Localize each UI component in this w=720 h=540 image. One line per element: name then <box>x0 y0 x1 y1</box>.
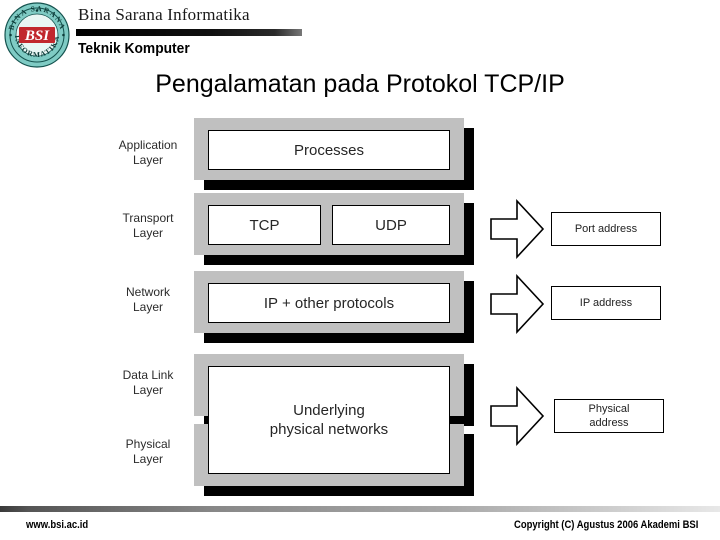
underlying-line2: physical networks <box>269 421 389 438</box>
address-box-physical[interactable]: Physical address <box>554 399 664 433</box>
footer-copyright: Copyright (C) Agustus 2006 Akademi BSI <box>513 519 698 531</box>
arrow-right-ip-icon <box>490 274 545 334</box>
layer-label-line1: Transport <box>122 211 174 225</box>
footer-divider <box>0 506 720 512</box>
layer-label-data-link: Data Link Layer <box>100 368 196 398</box>
organization-name: Bina Sarana Informatika <box>78 5 250 24</box>
layer-label-line2: Layer <box>132 226 164 240</box>
department-name: Teknik Komputer <box>78 40 190 57</box>
layer-label-line1: Network <box>125 285 170 299</box>
physical-address-line1: Physical <box>588 403 630 415</box>
box-processes[interactable]: Processes <box>208 130 450 170</box>
layer-label-line1: Physical <box>125 437 171 451</box>
footer-website-url[interactable]: www.bsi.ac.id <box>26 519 89 531</box>
box-tcp[interactable]: TCP <box>208 205 321 245</box>
box-udp[interactable]: UDP <box>332 205 450 245</box>
box-ip-protocols[interactable]: IP + other protocols <box>208 283 450 323</box>
layer-label-application: Application Layer <box>100 138 196 168</box>
svg-text:BSI: BSI <box>24 28 50 44</box>
layer-label-line2: Layer <box>132 452 164 466</box>
address-box-port[interactable]: Port address <box>551 212 661 246</box>
arrow-right-physical-icon <box>490 386 545 446</box>
header-divider <box>76 29 302 36</box>
layer-label-physical: Physical Layer <box>100 437 196 467</box>
layer-label-network: Network Layer <box>100 285 196 315</box>
bsi-logo-icon: BINA SARANA INFORMATIKA BSI <box>4 2 70 68</box>
layer-label-line2: Layer <box>132 153 164 167</box>
layer-label-line2: Layer <box>132 383 164 397</box>
underlying-line1: Underlying <box>293 402 365 419</box>
physical-address-line2: address <box>589 417 629 429</box>
slide-header: BINA SARANA INFORMATIKA BSI Bina Sarana … <box>0 0 720 68</box>
address-box-ip[interactable]: IP address <box>551 286 661 320</box>
layer-label-line2: Layer <box>132 300 164 314</box>
box-underlying-physical-networks[interactable]: Underlying physical networks <box>208 366 450 474</box>
layer-label-line1: Data Link <box>122 368 174 382</box>
layer-label-line1: Application <box>118 138 178 152</box>
arrow-right-port-icon <box>490 199 545 259</box>
layer-label-transport: Transport Layer <box>100 211 196 241</box>
page-title: Pengalamatan pada Protokol TCP/IP <box>155 70 565 98</box>
